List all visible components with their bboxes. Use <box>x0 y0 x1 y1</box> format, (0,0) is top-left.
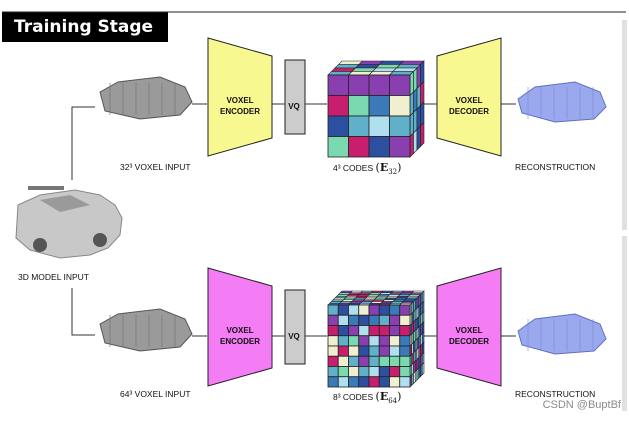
input-car-image <box>15 186 123 259</box>
encoder-block <box>207 37 273 157</box>
voxel-input-label-64: 64³ VOXEL INPUT <box>120 389 191 399</box>
voxel-input-label-32: 32³ VOXEL INPUT <box>120 162 191 172</box>
decoder-label-32-line2: DECODER <box>448 107 489 116</box>
codes-prefix-32: 4³ CODES <box>333 163 374 173</box>
output-label-64: RECONSTRUCTION <box>515 389 596 399</box>
encoder-label-64: VOXEL ENCODER <box>208 325 272 347</box>
codes-symbol-32: E <box>379 161 389 174</box>
codes-cube <box>327 60 425 158</box>
stage-title: Training Stage 1 <box>2 12 168 67</box>
reconstruction-car-image <box>517 313 607 355</box>
scroll-strip-bottom <box>622 236 627 411</box>
watermark: CSDN @BuptBf <box>542 399 621 411</box>
encoder-label-32-line2: ENCODER <box>219 107 260 116</box>
encoder-label-64-line2: ENCODER <box>219 337 260 346</box>
flow-line-top <box>71 106 95 180</box>
scroll-strip-top <box>622 20 627 230</box>
reconstruction-car-image <box>517 81 607 123</box>
decoder-block <box>436 37 502 157</box>
encoder-label-32: VOXEL ENCODER <box>208 95 272 117</box>
voxel-car-image <box>99 308 193 352</box>
voxel-car-image <box>99 76 193 120</box>
codes-sub-64: 64 <box>388 397 398 406</box>
decoder-label-64: VOXEL DECODER <box>437 325 501 347</box>
vq-block <box>284 59 306 135</box>
encoder-label-32-line1: VOXEL <box>226 96 254 105</box>
decoder-label-32-line1: VOXEL <box>455 96 483 105</box>
input-label: 3D MODEL INPUT <box>18 272 90 282</box>
vq-block <box>284 289 306 365</box>
codes-prefix-64: 8³ CODES <box>333 392 374 402</box>
codes-sub-32: 32 <box>388 168 398 177</box>
vq-label-32: VQ <box>288 102 300 111</box>
vq-label-64: VQ <box>288 332 300 341</box>
encoder-label-64-line1: VOXEL <box>226 326 254 335</box>
decoder-label-32: VOXEL DECODER <box>437 95 501 117</box>
codes-label-64: 8³ CODES (E64) <box>333 390 402 406</box>
decoder-label-64-line2: DECODER <box>448 337 489 346</box>
row-32 <box>99 37 607 158</box>
output-label-32: RECONSTRUCTION <box>515 162 596 172</box>
decoder-block <box>436 267 502 387</box>
encoder-block <box>207 267 273 387</box>
flow-line-bottom <box>71 288 95 336</box>
decoder-label-64-line1: VOXEL <box>455 326 483 335</box>
codes-symbol-64: E <box>379 390 389 403</box>
codes-label-32: 4³ CODES (E32) <box>333 161 402 177</box>
row-64 <box>99 267 607 388</box>
codes-cube <box>327 290 425 388</box>
